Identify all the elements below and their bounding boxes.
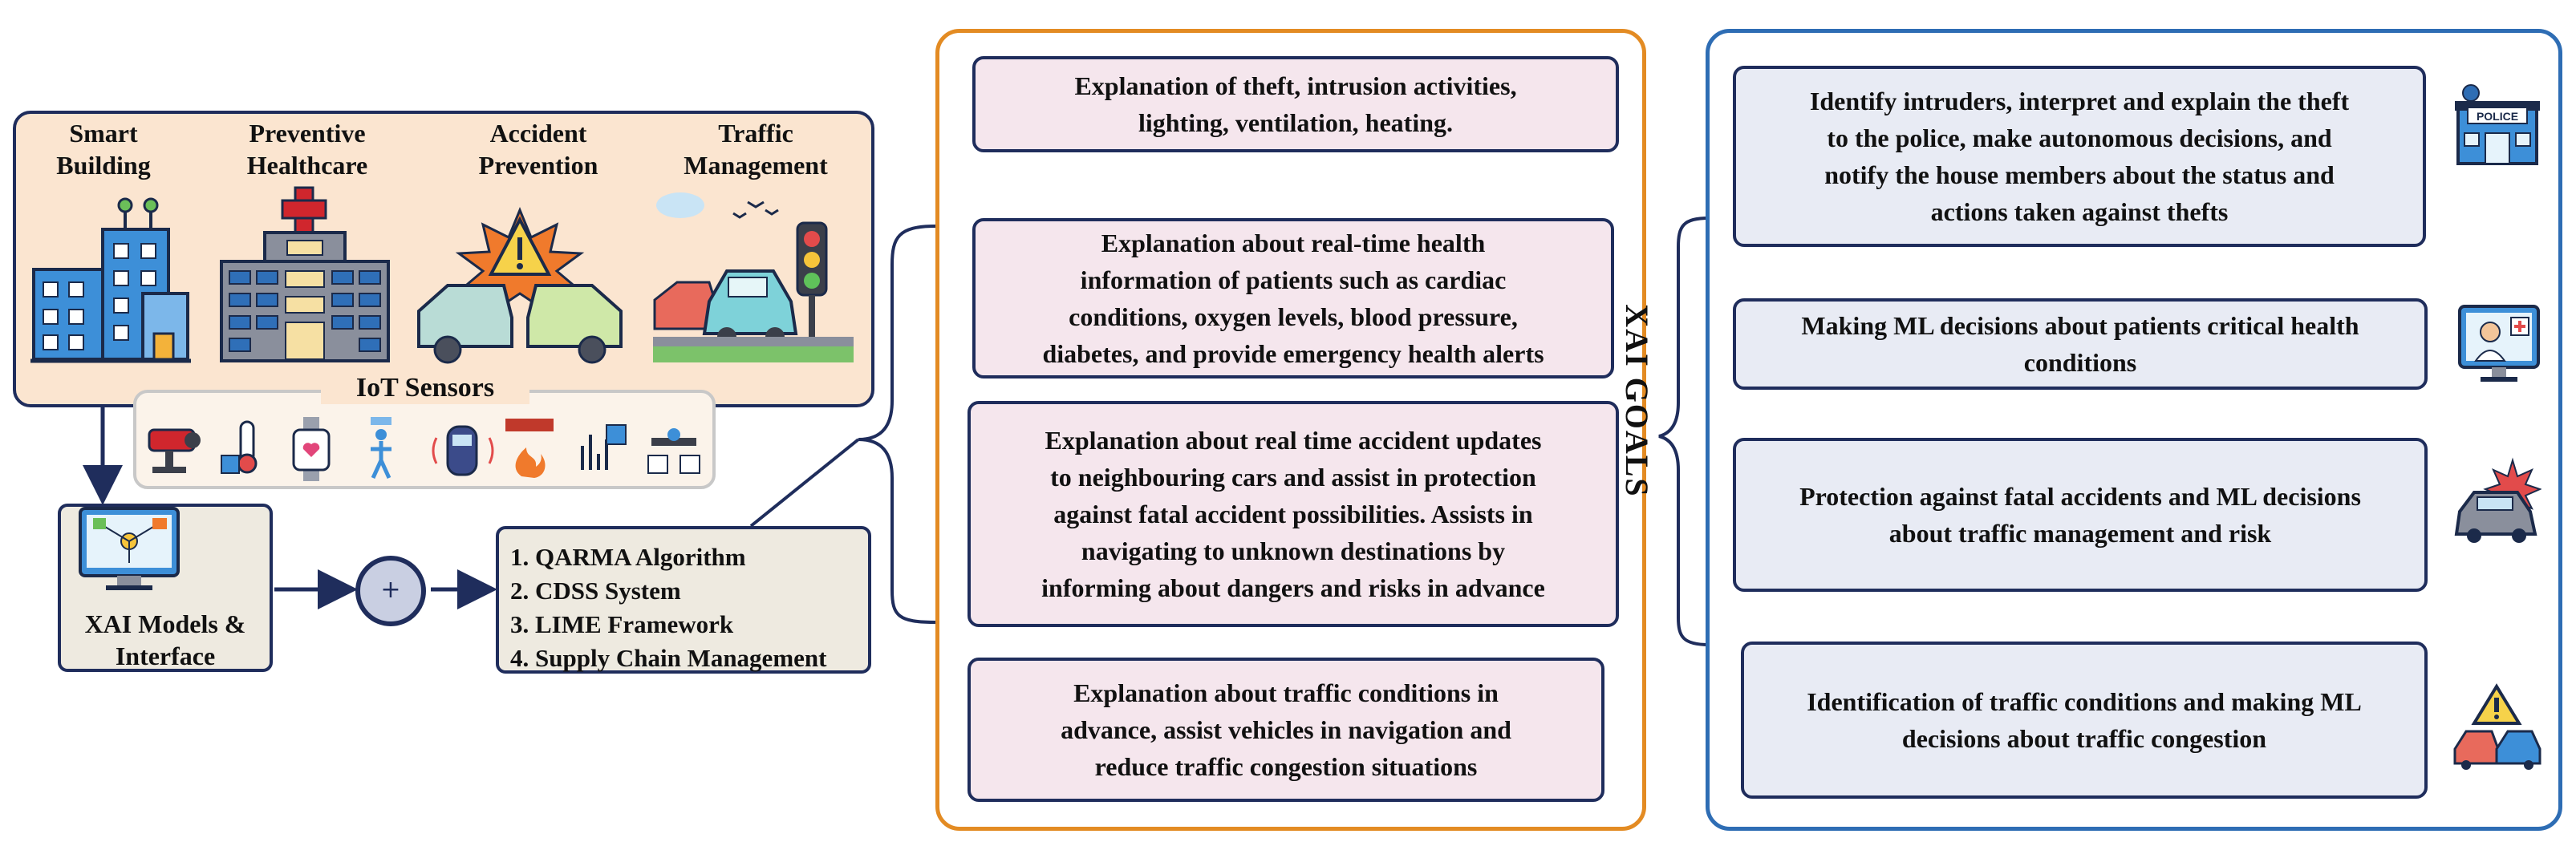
- xai-models-label: XAI Models & Interface: [84, 609, 246, 670]
- goal-healthcare: Making ML decisions about patients criti…: [1733, 298, 2428, 390]
- app-title-smart-building: Smart Building: [56, 119, 151, 180]
- explanation-accident: Explanation about real time accident upd…: [968, 401, 1619, 627]
- explanation-healthcare: Explanation about real-time health infor…: [972, 218, 1614, 378]
- goal-traffic: Identification of traffic conditions and…: [1741, 642, 2428, 799]
- combine-circle: +: [355, 556, 426, 626]
- explanations-brace: [858, 225, 936, 624]
- app-title-accident-prevention: Accident Prevention: [478, 119, 598, 180]
- traffic-light-icon: [653, 192, 854, 362]
- thermometer-sensor-icon: [221, 420, 258, 474]
- goals-brace: [1658, 217, 1710, 646]
- goal-smart-building: Identify intruders, interpret and explai…: [1733, 66, 2426, 247]
- app-title-traffic-management: Traffic Management: [684, 119, 828, 180]
- explanation-traffic: Explanation about traffic conditions in …: [968, 658, 1604, 802]
- method-item: 1. QARMA Algorithm: [510, 543, 746, 571]
- police-station-icon: POLICE: [2455, 84, 2540, 165]
- smartwatch-heart-icon: [292, 417, 331, 481]
- goal-accident: Protection against fatal accidents and M…: [1733, 438, 2428, 592]
- iot-sensor-icons: [148, 417, 700, 481]
- doctor-monitor-icon: [2458, 305, 2540, 382]
- xai-goals-label: XAI GOALS: [1619, 304, 1655, 498]
- method-item: 2. CDSS System: [510, 577, 681, 605]
- police-sign-text: POLICE: [2477, 110, 2518, 123]
- hospital-icon: [220, 186, 390, 362]
- cctv-camera-icon: [148, 428, 201, 473]
- signal-sensor-icon: [581, 424, 627, 470]
- car-accident-icon: [2454, 457, 2542, 543]
- smart-building-icon: [30, 197, 191, 363]
- methods-to-brace-line: [749, 438, 860, 528]
- car-radar-icon: [432, 425, 494, 476]
- car-crash-icon: [417, 207, 623, 364]
- explanation-smart-building: Explanation of theft, intrusion activiti…: [972, 56, 1619, 152]
- method-item: 3. LIME Framework: [510, 610, 734, 638]
- app-title-preventive-healthcare: Preventive Healthcare: [246, 119, 368, 180]
- traffic-warning-icon: [2453, 683, 2542, 770]
- fire-alarm-icon: [505, 419, 554, 478]
- monitor-network-icon: [79, 507, 180, 590]
- xai-methods-box: 1. QARMA Algorithm 2. CDSS System 3. LIM…: [496, 526, 871, 674]
- method-item: 4. Supply Chain Management: [510, 644, 827, 672]
- drone-sensor-icon: [647, 428, 700, 474]
- motion-sensor-icon: [371, 417, 391, 480]
- iot-sensors-title: IoT Sensors: [321, 372, 529, 404]
